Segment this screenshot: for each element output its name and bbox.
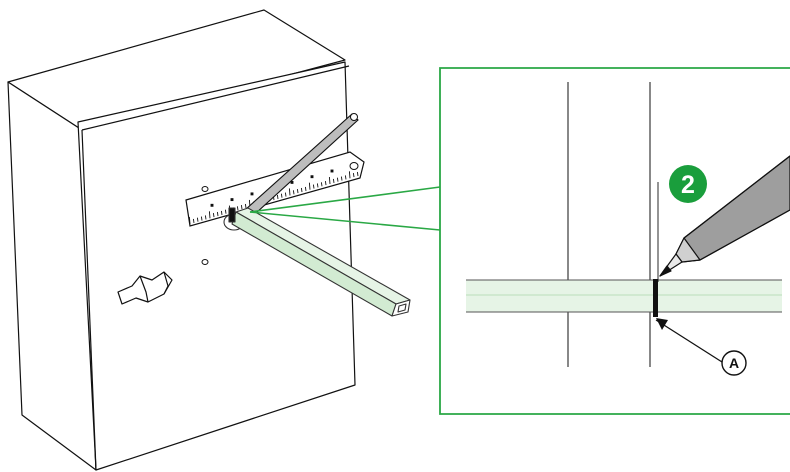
ruler-tick <box>356 171 359 177</box>
ruler-digit-mark <box>210 203 214 207</box>
ruler-tick <box>188 216 191 225</box>
cut-mark <box>653 279 658 317</box>
ruler-tick <box>296 189 299 194</box>
ruler-digit-mark <box>250 192 254 196</box>
ruler-tick <box>220 210 223 215</box>
ruler-digit-mark <box>310 175 314 179</box>
ruler-tick <box>216 211 219 217</box>
ruler-tick <box>320 182 323 187</box>
ruler-tick <box>244 203 247 209</box>
reference-lines <box>567 82 651 367</box>
ruler-tick <box>284 192 287 197</box>
ruler-tick <box>348 171 351 179</box>
enclosure-icon <box>7 9 356 471</box>
ruler-tick <box>316 183 319 188</box>
tube-detail <box>466 279 782 313</box>
ruler-tick <box>224 209 227 214</box>
ruler-tick <box>192 218 195 223</box>
ruler-tick <box>276 194 279 199</box>
ruler-digit-mark <box>330 169 334 173</box>
ruler-tick <box>324 181 327 186</box>
ruler-tick <box>292 190 295 195</box>
ruler-tick <box>280 193 283 198</box>
ruler-tick <box>328 176 331 185</box>
step-number: 2 <box>681 171 695 199</box>
zoom-connector <box>249 186 441 231</box>
door-hinge-edge <box>81 129 97 471</box>
ruler-tick <box>208 211 211 219</box>
ruler-tick <box>300 187 303 193</box>
ruler-tick <box>304 186 307 191</box>
ruler-tick <box>340 176 343 181</box>
ruler-tick <box>204 215 207 220</box>
callout-label: A <box>729 355 739 371</box>
ruler-tick <box>352 173 355 178</box>
ruler-tick <box>196 217 199 222</box>
ruler-tick <box>240 205 243 210</box>
step-badge: 2 <box>669 165 707 203</box>
callout-leader <box>655 318 723 363</box>
handle-icon <box>117 271 173 305</box>
step-badge-circle <box>669 165 707 203</box>
ruler-tick <box>312 184 315 189</box>
ruler-tick <box>332 178 335 183</box>
ruler-tick <box>336 177 339 182</box>
door-rim <box>81 65 350 131</box>
ruler-digit-mark <box>290 180 294 184</box>
ruler-tick <box>212 213 215 218</box>
ruler-tick <box>308 182 311 190</box>
tube-mark <box>228 207 236 223</box>
pencil-icon <box>659 155 790 277</box>
callout-a: A <box>721 350 747 376</box>
ruler-hole <box>349 162 359 170</box>
ruler-tick <box>344 175 347 180</box>
ruler-digit-mark <box>230 198 234 202</box>
ruler-tick <box>288 188 291 196</box>
enclosure-door <box>77 61 356 471</box>
square-tube-icon <box>223 207 411 317</box>
ruler-tick <box>236 206 239 211</box>
zoom-frame <box>439 67 790 415</box>
ruler-tick <box>200 216 203 221</box>
